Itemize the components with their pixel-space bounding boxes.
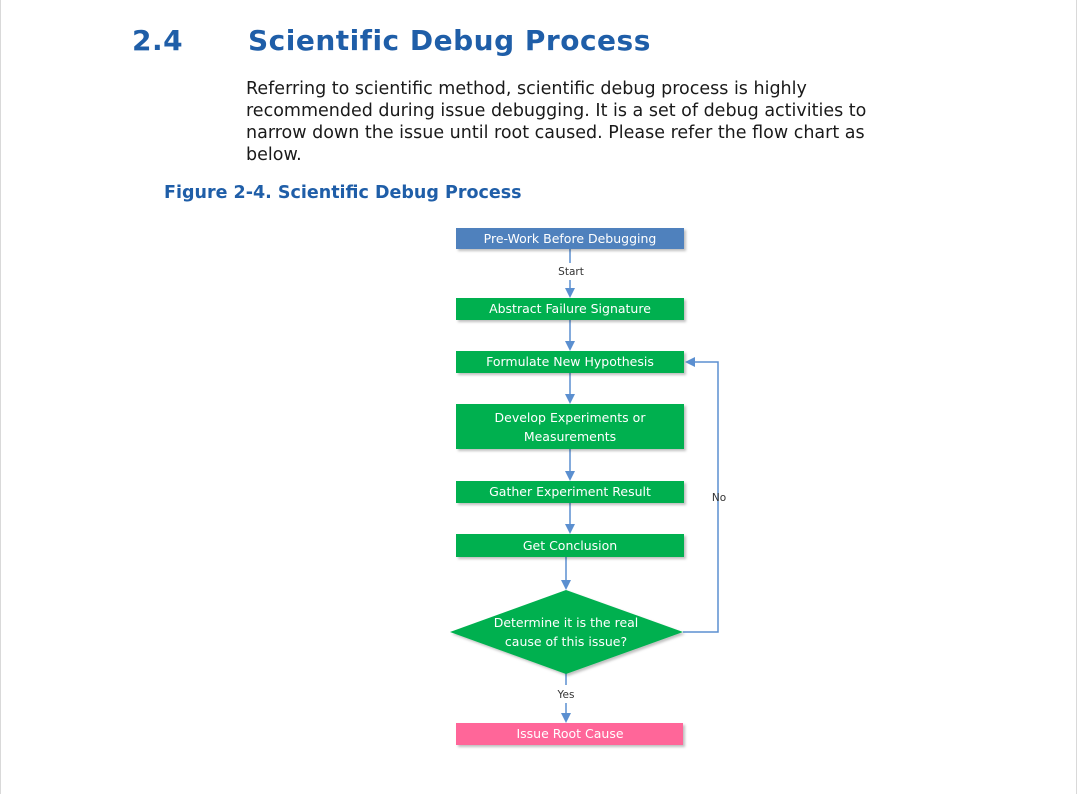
page-left-edge [0,0,1,794]
body-paragraph: Referring to scientific method, scientif… [246,79,867,165]
box-abstract-failure: Abstract Failure Signature [456,298,684,320]
box-gather-result-label: Gather Experiment Result [489,484,651,499]
box-develop-experiments-label-line2: Measurements [524,429,616,444]
box-develop-experiments: Develop Experiments or Measurements [456,404,684,449]
start-label: Start [558,266,584,278]
box-root-cause: Issue Root Cause [456,723,683,745]
page-right-edge [1076,0,1077,794]
no-label: No [712,492,726,504]
box-formulate-hypothesis: Formulate New Hypothesis [456,351,684,373]
section-number: 2.4 [132,24,184,57]
yes-label: Yes [557,689,575,701]
decision-label-line2: cause of this issue? [505,634,627,649]
box-pre-work-label: Pre-Work Before Debugging [484,231,657,246]
figure-caption: Figure 2-4. Scientific Debug Process [164,183,522,203]
box-abstract-failure-label: Abstract Failure Signature [489,301,651,316]
box-get-conclusion-label: Get Conclusion [523,538,617,553]
box-pre-work: Pre-Work Before Debugging [456,228,684,249]
box-develop-experiments-label-line1: Develop Experiments or [495,410,647,425]
decision-label-line1: Determine it is the real [494,615,639,630]
box-get-conclusion: Get Conclusion [456,534,684,557]
box-formulate-hypothesis-label: Formulate New Hypothesis [486,354,654,369]
connector-no-loop [683,357,719,633]
decision-diamond: Determine it is the real cause of this i… [450,590,683,674]
connectors [561,249,719,723]
box-gather-result: Gather Experiment Result [456,481,684,503]
box-root-cause-label: Issue Root Cause [516,726,623,741]
section-title: Scientific Debug Process [248,24,651,57]
